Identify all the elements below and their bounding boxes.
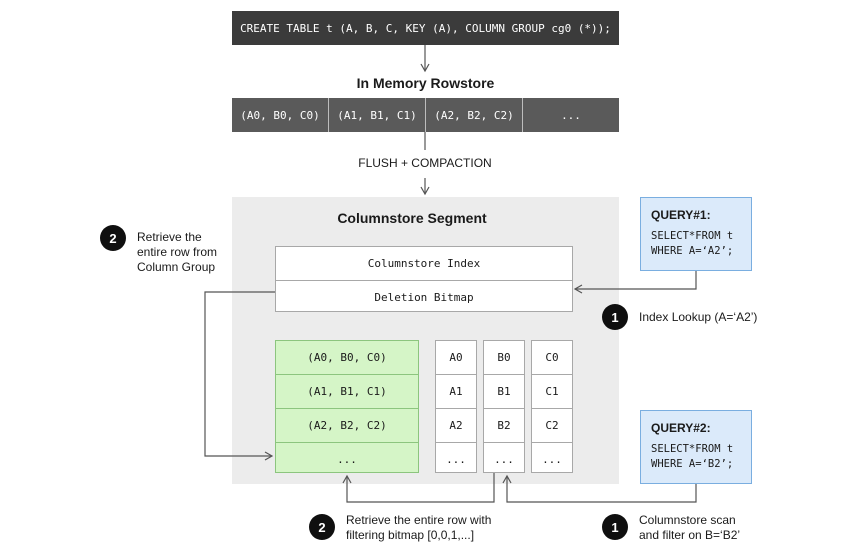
step-2-badge: 2 <box>100 225 126 251</box>
retrieve-row-group-note: Retrieve the entire row from Column Grou… <box>137 230 237 275</box>
flush-compaction-label: FLUSH + COMPACTION <box>358 156 492 170</box>
note-line: and filter on B=‘B2’ <box>639 528 741 542</box>
index-lookup-note: Index Lookup (A=‘A2’) <box>639 310 758 324</box>
column-cell: ... <box>436 442 476 476</box>
column-cell: C0 <box>545 351 559 364</box>
query-2-title: QUERY#2: <box>651 421 711 435</box>
index-bitmap-box: Columnstore Index Deletion Bitmap <box>275 246 573 312</box>
create-table-statement: CREATE TABLE t (A, B, C, KEY (A), COLUMN… <box>232 11 619 45</box>
column-cell: B0 <box>497 351 511 364</box>
step-1-badge: 1 <box>602 514 628 540</box>
rowstore-title: In Memory Rowstore <box>356 75 495 91</box>
note-line: filtering bitmap [0,0,1,...] <box>346 528 475 542</box>
column-cell: A1 <box>436 374 476 408</box>
query-1-line: WHERE A=‘A2’; <box>651 245 734 257</box>
column-group-row: (A0, B0, C0) <box>307 351 387 364</box>
columnstore-index: Columnstore Index <box>367 257 481 270</box>
column-c: C0 C1 C2 ... <box>531 340 573 473</box>
column-cell: C2 <box>532 408 572 442</box>
step-2-badge: 2 <box>309 514 335 540</box>
rowstore-cell: (A2, B2, C2) <box>426 98 523 132</box>
rowstore-cell: ... <box>561 108 581 122</box>
query-2-line: WHERE A=‘B2’; <box>651 458 734 470</box>
note-line: Column Group <box>137 260 216 274</box>
in-memory-rowstore: (A0, B0, C0) (A1, B1, C1) (A2, B2, C2) .… <box>232 98 619 132</box>
column-b: B0 B1 B2 ... <box>483 340 525 473</box>
rowstore-cell: (A1, B1, C1) <box>329 98 426 132</box>
query-2-line: SELECT*FROM t <box>651 443 734 455</box>
arrow-query1-to-index <box>573 271 697 294</box>
column-group-row: (A1, B1, C1) <box>276 374 418 408</box>
retrieve-row-bitmap-note: Retrieve the entire row with filtering b… <box>346 513 536 543</box>
note-line: Columnstore scan <box>639 513 736 527</box>
column-cell: B2 <box>484 408 524 442</box>
column-cell: ... <box>532 442 572 476</box>
column-a: A0 A1 A2 ... <box>435 340 477 473</box>
columnstore-segment-title: Columnstore Segment <box>337 210 487 226</box>
note-line: entire row from <box>137 245 218 259</box>
column-cell: ... <box>484 442 524 476</box>
query-1-box: QUERY#1: SELECT*FROM t WHERE A=‘A2’; <box>640 197 752 271</box>
columnstore-scan-note: Columnstore scan and filter on B=‘B2’ <box>639 513 789 543</box>
column-cell: A2 <box>436 408 476 442</box>
rowstore-cell: (A0, B0, C0) <box>232 98 329 132</box>
query-2-box: QUERY#2: SELECT*FROM t WHERE A=‘B2’; <box>640 410 752 484</box>
step-1-badge: 1 <box>602 304 628 330</box>
deletion-bitmap: Deletion Bitmap <box>276 280 572 314</box>
column-cell: B1 <box>484 374 524 408</box>
arrow-bitmap-to-column-group <box>204 291 275 461</box>
column-group-row: (A2, B2, C2) <box>276 408 418 442</box>
column-group: (A0, B0, C0) (A1, B1, C1) (A2, B2, C2) .… <box>275 340 419 473</box>
query-1-title: QUERY#1: <box>651 208 711 222</box>
note-line: Retrieve the <box>137 230 202 244</box>
note-line: Retrieve the entire row with <box>346 513 492 527</box>
arrow-column-b-to-column-group <box>342 473 495 503</box>
column-cell: C1 <box>532 374 572 408</box>
query-1-line: SELECT*FROM t <box>651 230 734 242</box>
arrow-query2-to-column-b <box>502 474 697 503</box>
column-group-row: ... <box>276 442 418 476</box>
column-cell: A0 <box>449 351 463 364</box>
